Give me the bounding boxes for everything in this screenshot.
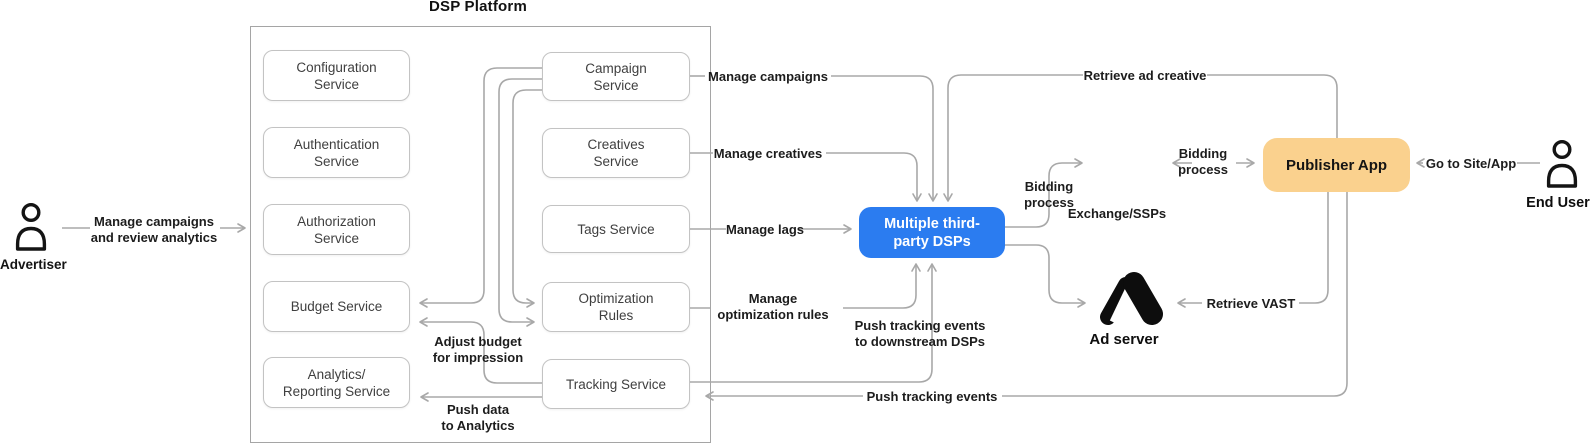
dsp-platform-container [250, 26, 711, 443]
label-push-tracking-downstream: Push tracking events to downstream DSPs [850, 318, 990, 349]
label-manage-campaigns-review: Manage campaigns and review analytics [88, 214, 220, 245]
node-label: Optimization [578, 291, 654, 306]
label-manage-lags: Manage lags [726, 222, 805, 237]
label-line: process [1024, 194, 1074, 210]
advertiser-label: Advertiser [0, 257, 67, 272]
edge-manage-optimization-b [843, 263, 921, 309]
label-line: Push data [446, 402, 510, 417]
label-line: Bidding [1024, 179, 1074, 194]
label-line: Adjust budget [434, 334, 522, 349]
node-label: Multiple third- [884, 215, 980, 232]
node-label: Service [313, 76, 359, 92]
label-manage-creatives: Manage creatives [713, 146, 823, 161]
label-line: Bidding [1178, 146, 1228, 161]
node-multiple-third-party-dsps: Multiple third- party DSPs [859, 207, 1005, 258]
node-tags-service: Tags Service [542, 205, 690, 253]
ad-server-label: Ad server [1089, 331, 1159, 348]
label-line: optimization rules [717, 306, 829, 322]
node-label: Campaign [585, 60, 647, 76]
edge-retrieve-ad-creative-a [1207, 74, 1338, 138]
label-adjust-budget: Adjust budget for impression [428, 334, 528, 365]
node-configuration-service: Configuration Service [263, 50, 410, 101]
label-bidding-process-publisher: Bidding process [1157, 146, 1249, 177]
node-publisher-app: Publisher App [1263, 138, 1410, 192]
node-label: Budget Service [290, 299, 383, 314]
edge-dsps-adserver [1005, 244, 1086, 308]
label-retrieve-ad-creative: Retrieve ad creative [1083, 68, 1207, 83]
node-label: Creatives [587, 137, 645, 152]
label-line: to downstream DSPs [854, 333, 986, 349]
edge-retrieve-vast-a [1299, 192, 1329, 304]
edge-manage-creatives-b [826, 152, 922, 202]
label-line: Push tracking events [854, 318, 986, 333]
label-bidding-process-dsp: Bidding process [1003, 179, 1095, 210]
node-label: Tracking Service [565, 376, 667, 392]
node-label: Analytics/ [307, 366, 366, 382]
end-user-person-icon [1546, 139, 1578, 188]
label-go-to-site-app: Go to Site/App [1425, 156, 1517, 171]
label-retrieve-vast: Retrieve VAST [1206, 296, 1296, 311]
node-label: party DSPs [893, 233, 971, 250]
node-authentication-service: Authentication Service [263, 127, 410, 178]
node-label: Service [313, 153, 359, 169]
node-campaign-service: Campaign Service [542, 52, 690, 101]
node-label: Reporting Service [282, 383, 391, 399]
ad-server-logo-icon [1100, 272, 1163, 325]
end-user-label: End User [1526, 195, 1590, 211]
dsp-platform-title: DSP Platform [429, 0, 527, 15]
node-label: Rules [598, 308, 634, 323]
node-analytics-reporting-service: Analytics/ Reporting Service [263, 357, 410, 408]
label-line: and review analytics [90, 229, 218, 245]
edge-push-tracking-events-a [1002, 192, 1348, 397]
node-optimization-rules: Optimization Rules [542, 282, 690, 332]
node-label: Tags Service [577, 221, 655, 237]
node-tracking-service: Tracking Service [542, 359, 690, 409]
label-line: for impression [432, 349, 524, 365]
label-line: process [1178, 161, 1228, 177]
node-label: Service [593, 154, 639, 169]
node-label: Authentication [293, 136, 380, 152]
node-label: Publisher App [1285, 156, 1388, 174]
edge-manage-campaigns-b [831, 75, 938, 202]
node-label: Service [313, 230, 359, 246]
node-budget-service: Budget Service [263, 281, 410, 332]
label-line: Manage campaigns [94, 214, 214, 229]
label-line: to Analytics [441, 417, 515, 433]
node-label: Service [593, 77, 639, 93]
node-creatives-service: Creatives Service [542, 128, 690, 178]
node-label: Authorization [297, 213, 376, 229]
advertiser-person-icon [15, 202, 47, 251]
label-line: Manage [748, 291, 798, 306]
node-authorization-service: Authorization Service [263, 204, 410, 255]
node-label: Configuration [296, 59, 377, 75]
label-manage-optimization: Manage optimization rules [710, 291, 836, 322]
label-exchange-ssps: Exchange/SSPs [1067, 206, 1167, 221]
label-push-data-analytics: Push data to Analytics [438, 402, 518, 433]
label-manage-campaigns: Manage campaigns [708, 69, 828, 84]
label-push-tracking-events: Push tracking events [866, 389, 998, 404]
